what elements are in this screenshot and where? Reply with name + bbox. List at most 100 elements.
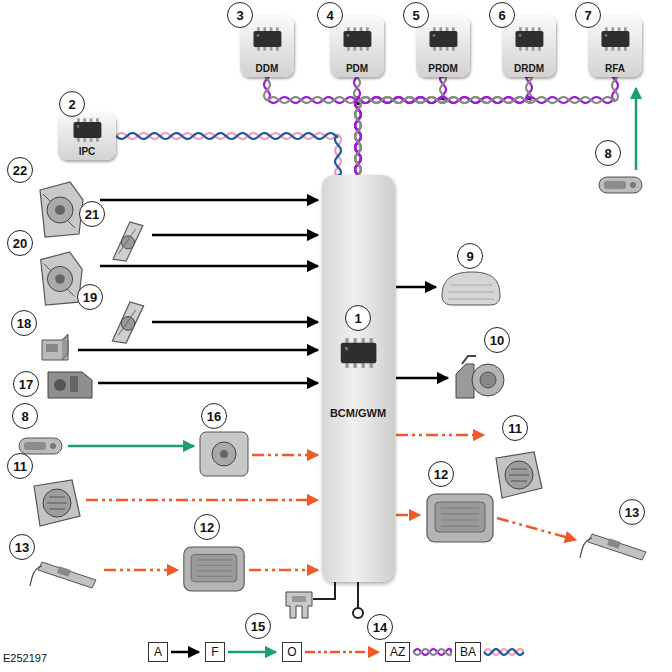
bus-wire xyxy=(355,77,618,175)
bus-wire xyxy=(355,77,446,175)
callout-number: 2 xyxy=(59,91,85,117)
lin-bus-arrow xyxy=(396,434,484,437)
hardwired-input-arrow xyxy=(396,377,448,380)
rf-signal-arrow xyxy=(68,445,194,448)
switch-icon xyxy=(62,334,68,360)
hardwired-input-arrow xyxy=(396,286,436,289)
legend-sample xyxy=(484,649,523,655)
key-fob-icon xyxy=(599,177,642,193)
callout-number: 7 xyxy=(575,2,601,28)
bus-connector xyxy=(116,133,341,175)
fuse-wire xyxy=(313,582,335,599)
chip-icon xyxy=(425,27,461,51)
legend-key: BA xyxy=(455,642,481,662)
legend-key: AZ xyxy=(385,642,410,662)
horn-icon xyxy=(456,356,504,398)
lamp-icon xyxy=(442,272,500,305)
callout-number: 22 xyxy=(7,157,33,183)
bus-wire xyxy=(355,77,446,175)
callout-number: 12 xyxy=(428,461,454,487)
sounder-icon xyxy=(200,432,248,476)
bus-wire xyxy=(116,133,341,175)
horn-icon xyxy=(472,364,504,396)
legend-sample xyxy=(171,651,199,654)
switch-icon xyxy=(42,334,68,360)
callout-number: 13 xyxy=(619,499,645,525)
hardwired-input-arrow xyxy=(152,234,318,237)
legend-text: F xyxy=(211,645,218,659)
module-box: IPC xyxy=(58,112,116,160)
ground-icon xyxy=(353,608,363,618)
legend-sample xyxy=(413,649,451,655)
door-latch-icon xyxy=(48,372,92,398)
callout-number: 11 xyxy=(502,415,528,441)
callout-number: 18 xyxy=(11,310,37,336)
chip-icon xyxy=(339,27,375,51)
module-name: DRDM xyxy=(514,63,544,74)
legend-sample xyxy=(484,649,523,655)
lin-bus-arrow xyxy=(86,499,318,502)
module-name: RFA xyxy=(605,63,625,74)
siren-icon xyxy=(496,452,542,498)
module-name: BCM/GWM xyxy=(330,407,386,419)
callout-number: 11 xyxy=(7,453,33,479)
fuse-wire xyxy=(313,582,335,599)
control-module-box: BCM/GWM xyxy=(322,175,394,582)
legend-text: BA xyxy=(460,645,476,659)
ground-icon xyxy=(357,582,359,608)
sounder-icon xyxy=(212,442,236,466)
control-module-icon xyxy=(427,494,493,542)
callout-number: 14 xyxy=(367,614,393,640)
legend-sample xyxy=(413,649,451,655)
chip-icon xyxy=(69,118,105,142)
window-motor-icon xyxy=(40,182,83,237)
callout-number: 13 xyxy=(9,534,35,560)
bus-wire xyxy=(116,133,341,175)
hardwired-input-arrow xyxy=(152,321,318,324)
lin-bus-arrow xyxy=(396,514,420,517)
callout-number: 4 xyxy=(317,2,343,28)
legend-key: O xyxy=(282,642,302,662)
callout-number: 6 xyxy=(489,2,515,28)
window-motor-icon xyxy=(40,182,83,305)
fuse-icon xyxy=(292,596,306,602)
sounder-icon xyxy=(200,432,248,476)
lin-bus-arrow xyxy=(104,569,178,572)
callout-number: 8 xyxy=(12,403,38,429)
window-motor-icon xyxy=(41,252,83,305)
legend-sample xyxy=(228,651,276,654)
module-name: IPC xyxy=(79,146,96,157)
window-regulator-icon xyxy=(112,222,143,343)
bus-connector xyxy=(355,77,532,175)
lamp-icon xyxy=(442,272,500,305)
window-regulator-icon xyxy=(112,302,143,343)
sounder-icon xyxy=(220,450,228,458)
window-regulator-icon xyxy=(113,222,143,261)
callout-number: 15 xyxy=(245,613,271,639)
legend-key: A xyxy=(148,642,168,662)
chip-icon xyxy=(602,27,630,50)
door-latch-icon xyxy=(48,372,92,398)
callout-number: 3 xyxy=(227,2,253,28)
legend-text: A xyxy=(154,645,162,659)
horn-icon xyxy=(462,356,476,364)
chip-icon xyxy=(74,118,102,141)
callout-number: 16 xyxy=(201,403,227,429)
callout-number: 5 xyxy=(403,2,429,28)
bus-wire xyxy=(355,77,532,175)
lamp-icon xyxy=(448,299,494,300)
hardwired-input-arrow xyxy=(78,349,318,352)
chip-icon xyxy=(335,338,381,368)
siren-icon xyxy=(34,480,80,526)
bus-wire xyxy=(264,77,361,175)
legend-text: O xyxy=(287,645,296,659)
hardwired-input-arrow xyxy=(100,265,318,268)
lin-bus-arrow xyxy=(252,454,318,457)
antenna-icon xyxy=(30,562,96,588)
switch-icon xyxy=(46,344,58,352)
chip-icon xyxy=(511,27,547,51)
callout-number: 10 xyxy=(484,327,510,353)
fuse-icon xyxy=(286,592,312,618)
control-module-icon xyxy=(184,547,244,591)
